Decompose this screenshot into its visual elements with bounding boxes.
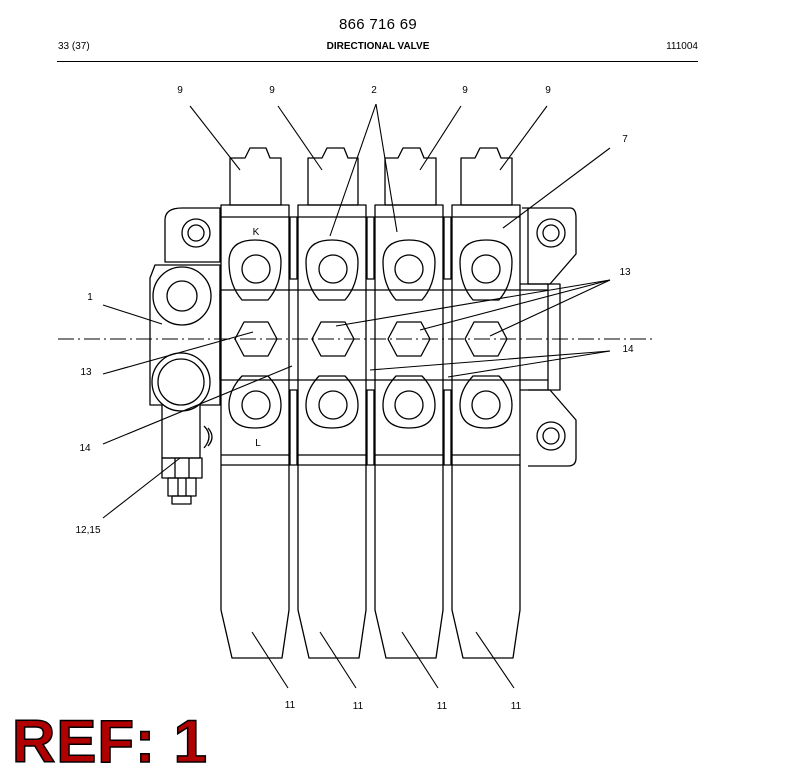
right-bracket [520, 207, 577, 467]
callout-12-15: 12,15 [75, 525, 100, 536]
callout-11: 11 [511, 701, 522, 712]
port-label-l: L [255, 438, 261, 449]
valve-section-1 [220, 147, 290, 659]
page-indicator: 33 (37) [58, 41, 90, 52]
valve-section-3 [374, 147, 444, 659]
left-top-bracket [164, 207, 221, 263]
callout-11: 11 [285, 700, 296, 711]
document-date-code: 111004 [666, 41, 698, 52]
callout-1: 1 [87, 292, 93, 303]
document-title: DIRECTIONAL VALVE [326, 41, 430, 52]
callout-14: 14 [79, 443, 91, 454]
inlet-section [149, 264, 221, 459]
relief-valve-fitting [161, 457, 203, 505]
reference-label: REF: 1 [11, 708, 209, 775]
callout-13: 13 [619, 267, 631, 278]
callout-13: 13 [80, 367, 92, 378]
callout-2: 2 [371, 85, 377, 96]
callout-14: 14 [622, 344, 634, 355]
callout-labels: 9 9 2 9 9 7 1 13 13 14 14 12,15 11 11 11… [75, 85, 634, 712]
callout-11: 11 [437, 701, 448, 712]
document-number: 866 716 69 [338, 16, 418, 33]
header-divider [57, 61, 698, 62]
callout-7: 7 [622, 134, 628, 145]
callout-11: 11 [353, 701, 364, 712]
callout-9: 9 [269, 85, 275, 96]
callout-9: 9 [545, 85, 551, 96]
callout-9: 9 [462, 85, 468, 96]
valve-section-2 [297, 147, 367, 659]
leader-lines [102, 103, 611, 689]
callout-9: 9 [177, 85, 183, 96]
valve-section-4 [451, 147, 521, 659]
port-label-k: K [253, 227, 260, 238]
section-seal-plates [219, 216, 548, 466]
